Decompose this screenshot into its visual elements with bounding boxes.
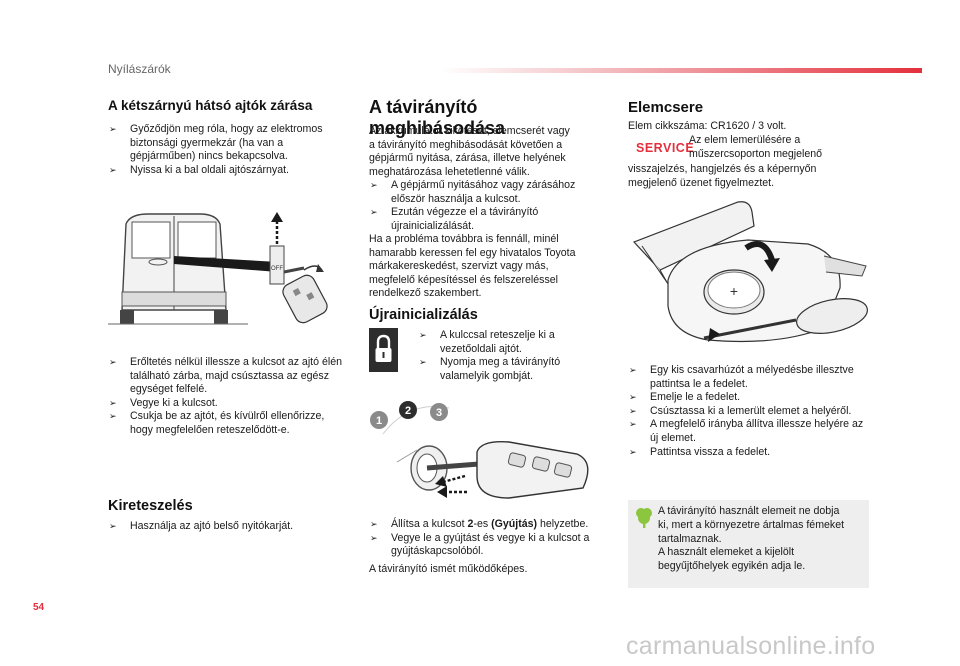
watermark: carmanualsonline.info	[626, 632, 876, 660]
unlock-bullets: ➢Használja az ajtó belső nyitókarját.	[108, 520, 350, 534]
reinit-title: Újrainicializálás	[369, 307, 478, 323]
bullet-icon: ➢	[629, 365, 637, 375]
battery-spec: Elem cikkszáma: CR1620 / 3 volt.	[628, 120, 787, 132]
remote-failure-paragraph: Ha a probléma továbbra is fennáll, minél…	[369, 233, 576, 300]
bullet-icon: ➢	[629, 392, 637, 403]
list-item: ➢Csukja be az ajtót, és kívülről ellenőr…	[109, 410, 325, 436]
step-marker-1	[370, 411, 388, 429]
rear-doors-title: A kétszárnyú hátsó ajtók zárása	[108, 98, 313, 113]
bullet-icon: ➢	[370, 519, 378, 529]
bullet-icon: ➢	[109, 357, 117, 367]
list-item: ➢Pattintsa vissza a fedelet.	[629, 445, 771, 458]
section-label: Nyílászárók	[108, 62, 171, 76]
ignition-final-text: A távirányító ismét működőképes.	[369, 563, 528, 575]
rear-doors-bullets-1: ➢Győződjön meg róla, hogy az elektromos …	[108, 123, 350, 177]
list-item: ➢Egy kis csavarhúzót a mélyedésbe illesz…	[629, 364, 854, 390]
list-item: ➢Csúsztassa ki a lemerült elemet a helyé…	[629, 404, 852, 417]
off-label: OFF	[271, 266, 283, 272]
list-item: ➢Állítsa a kulcsot 2-es (Gyújtás) helyze…	[370, 518, 589, 530]
service-text: Az elem lemerülésére a műszercsoporton m…	[689, 134, 823, 160]
list-item: ➢Nyomja meg a távirányító valamelyik gom…	[419, 356, 561, 382]
svg-text:1: 1	[376, 415, 382, 427]
step-marker-2	[399, 401, 417, 419]
leaf-icon	[636, 508, 652, 528]
bullet-icon: ➢	[370, 180, 378, 190]
bullet-icon: ➢	[629, 405, 637, 416]
list-item: ➢A gépjármű nyitásához vagy zárásához el…	[370, 179, 576, 205]
list-item: ➢Nyissa ki a bal oldali ajtószárnyat.	[109, 163, 289, 176]
list-item: ➢Ezután végezze el a távirányító újraini…	[370, 206, 539, 232]
bullet-icon: ➢	[109, 411, 117, 422]
van-rear-door-figure: OFF	[108, 206, 348, 328]
bullet-icon: ➢	[109, 124, 117, 134]
bullet-icon: ➢	[109, 397, 117, 408]
eco-info-box	[628, 500, 869, 588]
bullet-icon: ➢	[109, 521, 117, 531]
list-item: ➢Használja az ajtó belső nyitókarját.	[109, 520, 294, 532]
ignition-key-figure: 1 2 3	[370, 401, 589, 499]
bullet-icon: ➢	[629, 419, 637, 430]
svg-text:+: +	[730, 283, 738, 299]
bullet-icon: ➢	[419, 357, 427, 368]
list-item: ➢Emelje le a fedelet.	[629, 391, 741, 404]
list-item: ➢Erőltetés nélkül illessze a kulcsot az …	[109, 356, 342, 396]
page-number: 54	[33, 602, 45, 613]
header-accent-bar	[440, 68, 922, 73]
svg-text:2: 2	[405, 405, 411, 417]
list-item: ➢A kulccsal reteszelje ki a vezetőoldali…	[419, 329, 555, 355]
eco-info-text: A távirányító használt elemeit ne dobja …	[658, 505, 845, 573]
rear-doors-bullets-2: ➢Erőltetés nélkül illessze a kulcsot az …	[108, 356, 350, 438]
bullet-icon: ➢	[109, 164, 117, 175]
service-warning-icon: SERVICE	[636, 141, 695, 155]
list-item: ➢A megfelelő irányba állítva illessze he…	[629, 418, 864, 444]
svg-text:3: 3	[436, 407, 442, 419]
battery-steps: ➢Egy kis csavarhúzót a mélyedésbe illesz…	[628, 364, 873, 459]
list-item: ➢Vegye le a gyújtást és vegye ki a kulcs…	[370, 531, 590, 558]
remote-failure-bullets: ➢A gépjármű nyitásához vagy zárásához el…	[369, 179, 609, 233]
reinit-bullets: ➢A kulccsal reteszelje ki a vezetőoldali…	[418, 329, 608, 383]
bullet-icon: ➢	[370, 207, 378, 218]
battery-title: Elemcsere	[628, 99, 704, 116]
service-text-cont: visszajelzés, hangjelzés és a képernyőn …	[628, 163, 817, 189]
bullet-icon: ➢	[370, 532, 378, 543]
battery-replacement-figure: +	[632, 201, 868, 343]
remote-failure-title: A távirányító meghibásodása	[369, 97, 506, 138]
bullet-icon: ➢	[419, 330, 427, 340]
ignition-bullets: ➢Állítsa a kulcsot 2-es (Gyújtás) helyze…	[369, 518, 614, 559]
lock-icon	[369, 328, 398, 372]
bullet-icon: ➢	[629, 446, 637, 457]
list-item: ➢Vegye ki a kulcsot.	[109, 396, 218, 409]
list-item: ➢Győződjön meg róla, hogy az elektromos …	[109, 123, 323, 163]
step-marker-3	[430, 403, 448, 421]
remote-failure-intro: Az akkumulátor kikötését, elemcserét vag…	[369, 125, 570, 178]
unlock-title: Kireteszelés	[108, 498, 193, 514]
